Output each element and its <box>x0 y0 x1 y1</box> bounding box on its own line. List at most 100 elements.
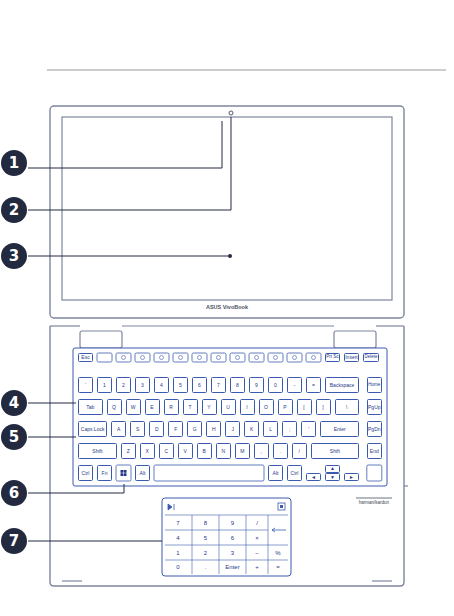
windows-logo <box>124 470 127 473</box>
function-key-icon <box>236 356 240 360</box>
keyboard-key: Alt <box>135 465 150 481</box>
numberpad-key-label: − <box>255 550 259 556</box>
keyboard-key <box>230 353 245 362</box>
plain-keys <box>97 353 382 481</box>
keyboard-key: Enter <box>320 421 359 437</box>
keyboard-key: 7 <box>211 377 226 393</box>
keyboard-key: Ctrl <box>287 465 302 481</box>
callout-number: 4 <box>1 390 27 416</box>
keyboard-key: Insert <box>344 353 359 362</box>
keyboard-key: Alt <box>268 465 283 481</box>
function-key-icon <box>274 356 278 360</box>
numberpad-key-label: / <box>256 520 258 526</box>
function-key-icon <box>217 356 221 360</box>
numberpad-key-label: Enter <box>225 564 239 570</box>
keyboard-area <box>73 348 387 486</box>
keyboard-key: [ <box>297 399 312 415</box>
key-label: R <box>169 405 173 410</box>
key-label: - <box>294 383 296 388</box>
numberpad-key-label: 3 <box>231 550 234 556</box>
numberpad-key-label: 8 <box>204 520 207 526</box>
key-label: PgDn <box>368 427 381 432</box>
keyboard-key: Esc <box>78 353 93 362</box>
keyboard-key: = <box>306 377 321 393</box>
keyboard-key: M <box>235 443 250 459</box>
keyboard-key: P <box>278 399 293 415</box>
key-label: . <box>280 449 281 454</box>
keyboard-key: E <box>145 399 160 415</box>
key-label: B <box>203 449 206 454</box>
keyboard-key: Backspace <box>325 377 359 393</box>
windows-logo <box>121 473 124 476</box>
keyboard-key: Shift <box>78 443 117 459</box>
key-label: C <box>164 449 168 454</box>
key-label: 7 <box>217 383 220 388</box>
keyboard-key: Q <box>107 399 122 415</box>
keyboard-key: PgUp <box>367 399 382 415</box>
numberpad-key-label: + <box>255 564 259 570</box>
function-key-icon <box>141 356 145 360</box>
keyboard-key <box>116 465 131 481</box>
leader-dot <box>228 254 232 258</box>
keyboard-key: T <box>183 399 198 415</box>
keyboard-key: I <box>240 399 255 415</box>
key-label: ◄ <box>311 475 316 480</box>
keyboard-key <box>97 353 112 362</box>
keyboard-key <box>306 353 321 362</box>
function-key-icon <box>312 356 316 360</box>
keyboard-key <box>192 353 207 362</box>
keyboard-key: 3 <box>135 377 150 393</box>
key-label: 3 <box>141 383 144 388</box>
key-label: Enter <box>334 427 346 432</box>
key-label: M <box>240 449 244 454</box>
keyboard-key <box>287 353 302 362</box>
key-label: P <box>283 405 286 410</box>
function-key-icon <box>122 471 126 475</box>
keyboard-key: Delete <box>363 353 379 362</box>
key-label: PgUp <box>368 405 381 410</box>
key-label: X <box>146 449 149 454</box>
key-label: / <box>299 449 300 454</box>
base-edge <box>122 325 334 326</box>
hinge <box>80 331 122 348</box>
key-label: S <box>136 427 139 432</box>
key-label: 5 <box>179 383 182 388</box>
base-outline <box>50 326 404 586</box>
keyboard-key: Prt Sc <box>325 353 340 362</box>
key-label: Alt <box>140 471 146 476</box>
numberpad-key-label: % <box>275 550 280 556</box>
keyboard-key <box>249 353 264 362</box>
keyboard-key <box>268 353 283 362</box>
key-label: Caps Lock <box>81 427 105 432</box>
key-label: ' <box>308 427 309 432</box>
keyboard-key <box>173 353 188 362</box>
key-label: Delete <box>365 355 378 360</box>
key-label: H <box>212 427 216 432</box>
numberpad-key-label: 9 <box>231 520 234 526</box>
function-key-icon <box>122 356 126 360</box>
key-label: Tab <box>86 405 94 410</box>
keyboard-key <box>135 353 150 362</box>
numberpad-key-label: × <box>255 535 259 541</box>
keyboard-key: - <box>287 377 302 393</box>
key-label: 1 <box>103 383 106 388</box>
keyboard-key: N <box>216 443 231 459</box>
backspace-icon <box>272 528 286 532</box>
key-label: 9 <box>255 383 258 388</box>
keyboard-key <box>154 465 264 481</box>
keyboard-key: B <box>197 443 212 459</box>
keyboard-key: A <box>111 421 126 437</box>
keyboard-key: PgDn <box>367 421 382 437</box>
lid-outline <box>50 106 404 318</box>
key-label: , <box>261 449 262 454</box>
keyboard-key: G <box>187 421 202 437</box>
side-mark <box>404 485 408 486</box>
keyboard-key: ▼ <box>325 473 340 481</box>
key-label: End <box>370 449 379 454</box>
key-label: D <box>155 427 159 432</box>
key-label: ` <box>85 383 87 388</box>
key-label: K <box>250 427 253 432</box>
numberpad-key-label: 2 <box>204 550 207 556</box>
screen-outline <box>62 117 392 300</box>
keyboard-key: C <box>159 443 174 459</box>
